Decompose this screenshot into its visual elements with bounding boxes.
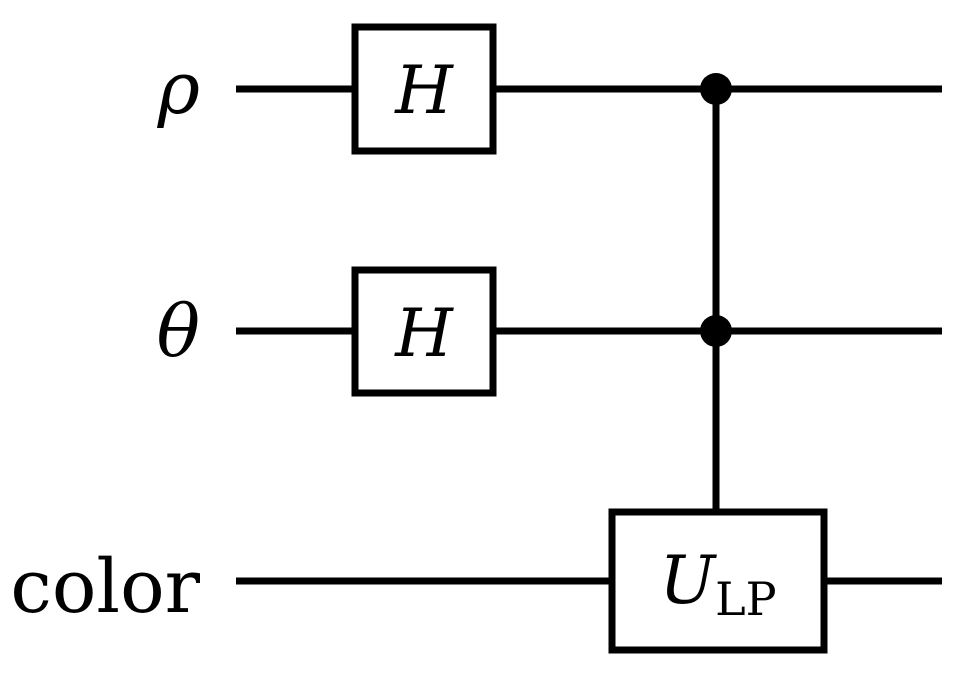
gate-label-h-rho: H	[394, 52, 454, 129]
qubit-label-rho: ρ	[157, 46, 200, 130]
qubit-label-theta: θ	[157, 289, 200, 373]
gate-label-lp-subscript: LP	[715, 572, 777, 626]
gate-label-u-lp: ULP	[659, 542, 776, 626]
hadamard-gate-rho: H	[351, 23, 497, 155]
hadamard-gate-theta: H	[351, 266, 497, 397]
gate-label-h-theta: H	[394, 295, 454, 372]
control-dot-rho	[700, 73, 732, 105]
qubit-label-color: color	[10, 544, 200, 630]
gate-label-u: U	[659, 542, 717, 619]
control-dot-theta	[700, 315, 732, 347]
u-lp-gate: ULP	[608, 508, 828, 654]
